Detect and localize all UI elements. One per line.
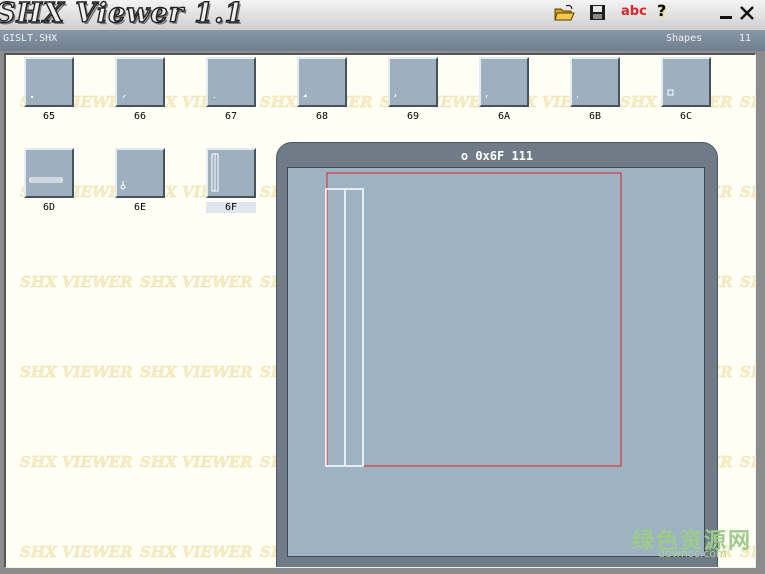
bounding-box — [326, 172, 622, 467]
shape-code-label: 66 — [133, 111, 147, 122]
watermark-text: SHX VIEWER — [20, 363, 133, 381]
shape-thumbnail[interactable] — [206, 57, 256, 107]
shape-cell[interactable]: 6D — [24, 148, 74, 213]
shapes-count: 11 — [739, 33, 752, 44]
shape-code-label: 65 — [42, 111, 56, 122]
shape-code-label: 67 — [224, 111, 238, 122]
watermark-text: SHX VIEWER — [20, 543, 133, 561]
info-bar: GISLT.SHX Shapes 11 — [0, 30, 765, 51]
shape-thumbnail[interactable] — [661, 57, 711, 107]
close-icon[interactable] — [738, 5, 756, 21]
shape-glyph — [29, 177, 63, 183]
shape-code-label: 69 — [406, 111, 420, 122]
watermark-text: SHX VIEWER — [140, 543, 253, 561]
shape-code-label: 6F — [206, 202, 256, 213]
shape-cell[interactable]: 65 — [24, 57, 74, 122]
minimize-icon[interactable] — [717, 5, 735, 21]
shape-cell[interactable]: 69 — [388, 57, 438, 122]
shape-cell[interactable]: 6F — [206, 148, 256, 213]
shape-thumbnail[interactable] — [570, 57, 620, 107]
shape-thumbnail[interactable] — [297, 57, 347, 107]
preview-title: o 0x6F 111 — [460, 149, 534, 163]
shape-glyph — [303, 94, 307, 97]
shape-code-label: 6E — [133, 202, 147, 213]
shape-code-label: 6B — [588, 111, 602, 122]
shape-glyph — [667, 89, 674, 96]
help-button[interactable]: ? — [657, 1, 667, 20]
watermark-text: SHX VIEWER — [140, 363, 253, 381]
site-watermark-url: downcc.com — [658, 547, 727, 560]
shape-thumbnail[interactable] — [388, 57, 438, 107]
shape-cell[interactable]: 66 — [115, 57, 165, 122]
watermark-text: SHX VIEWER — [740, 273, 755, 291]
shape-cell[interactable]: 6B — [570, 57, 620, 122]
shape-glyph — [214, 97, 215, 98]
shape-code-label: 6A — [497, 111, 511, 122]
watermark-text: SHX VIEWER — [20, 273, 133, 291]
site-watermark-logo: 绿色资源网 — [632, 529, 753, 554]
watermark-text: SHX VIEWER — [740, 183, 755, 201]
shape-thumbnail[interactable] — [115, 148, 165, 198]
shape-glyph — [120, 181, 126, 190]
watermark-text: SHX VIEWER — [140, 273, 253, 291]
shape-glyph — [122, 94, 126, 99]
shape-glyph — [394, 93, 397, 98]
watermark-text: SHX VIEWER — [140, 453, 253, 471]
shape-cell[interactable]: 68 — [297, 57, 347, 122]
watermark-text: SHX VIEWER — [740, 93, 755, 111]
preview-drawing — [325, 172, 622, 467]
shape-thumbnail[interactable] — [24, 148, 74, 198]
shape-glyph — [31, 96, 33, 98]
app-title: SHX Viewer 1.1 — [0, 0, 245, 30]
shape-grid-area: SHX VIEWER SHX VIEWER SHX VIEWER SHX VIEWER… — [4, 53, 756, 568]
shape-thumbnail[interactable] — [115, 57, 165, 107]
watermark-text: SHX VIEWER — [20, 453, 133, 471]
shape-cell[interactable]: 6E — [115, 148, 165, 213]
shape-preview-panel: o 0x6F 111 — [276, 142, 718, 567]
save-disk-icon[interactable] — [587, 3, 609, 23]
watermark-text: SHX VIEWER — [740, 543, 755, 561]
shape-cell[interactable]: 6A — [479, 57, 529, 122]
shape-glyph — [211, 153, 219, 192]
watermark-text: SHX VIEWER — [740, 363, 755, 381]
shape-cell[interactable]: 6C — [661, 57, 711, 122]
preview-canvas — [287, 167, 705, 557]
shape-code-label: 6C — [679, 111, 693, 122]
shapes-label: Shapes — [666, 33, 703, 44]
shape-code-label: 68 — [315, 111, 329, 122]
shape-thumbnail[interactable] — [206, 148, 256, 198]
shape-thumbnail[interactable] — [479, 57, 529, 107]
abc-text-button[interactable]: abc — [621, 4, 647, 19]
title-bar: SHX Viewer 1.1 abc ? — [0, 0, 765, 30]
watermark-text: SHX VIEWER — [740, 453, 755, 471]
shape-glyph — [485, 94, 488, 99]
file-name: GISLT.SHX — [3, 33, 58, 44]
shape-thumbnail[interactable] — [24, 57, 74, 107]
shape-glyph — [577, 96, 578, 98]
open-folder-icon[interactable] — [553, 3, 575, 23]
shape-code-label: 6D — [42, 202, 56, 213]
shape-cell[interactable]: 67 — [206, 57, 256, 122]
